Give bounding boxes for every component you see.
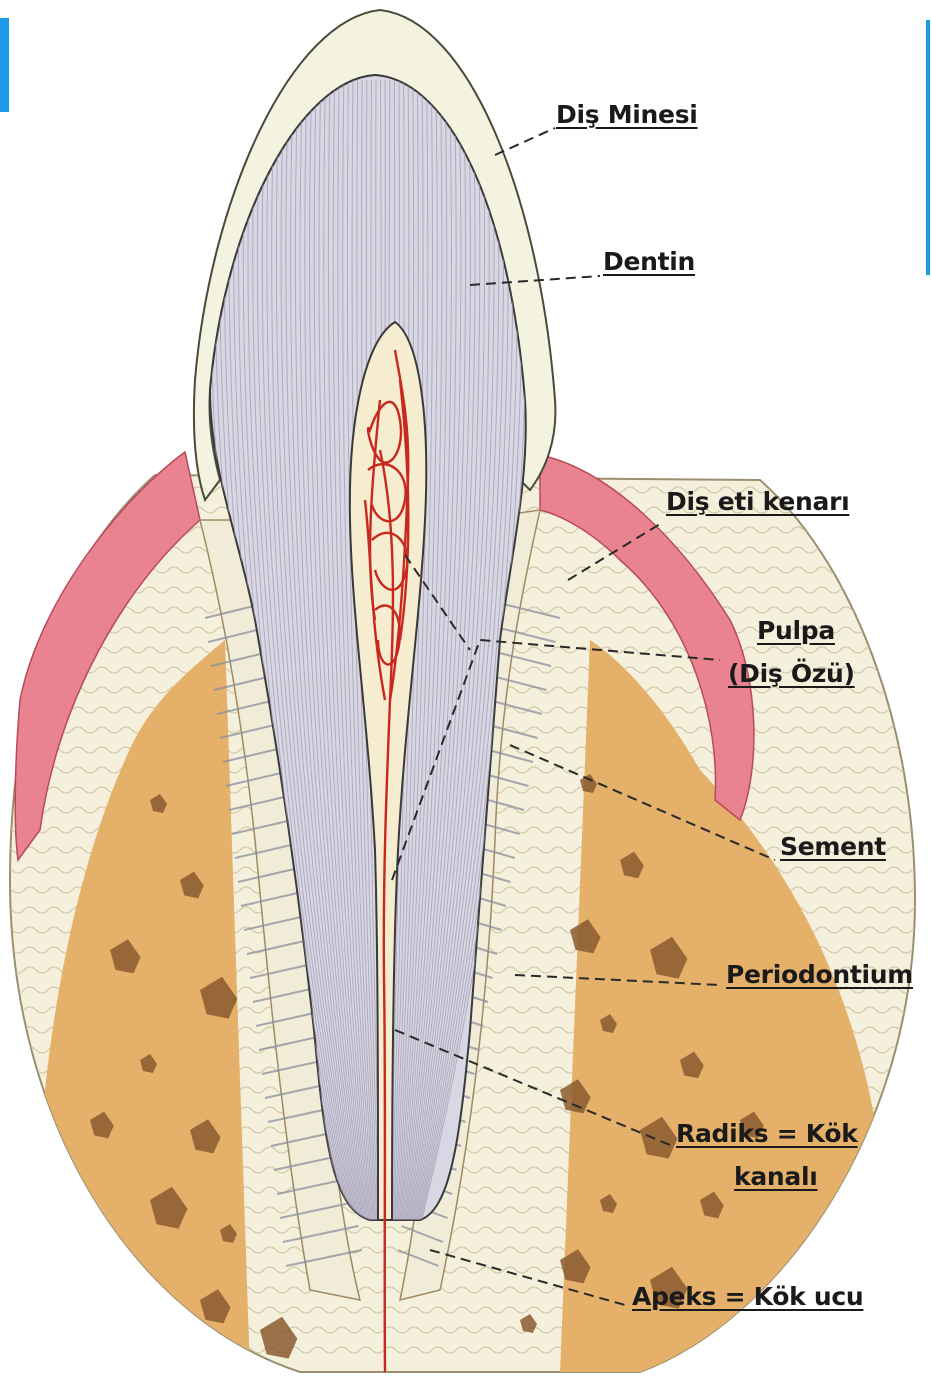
label-enamel: Diş Minesi [556,98,698,132]
label-gingival-margin: Diş eti kenarı [666,485,849,519]
label-apex: Apeks = Kök ucu [632,1280,863,1314]
label-pulp-subtitle: (Diş Özü) [728,657,855,691]
label-dentin: Dentin [603,245,695,279]
bone-marrow-space [120,1262,144,1289]
label-pulp: Pulpa [757,614,835,648]
label-cementum: Sement [780,830,886,864]
label-periodontium: Periodontium [726,958,913,992]
label-root-canal-subtitle: kanalı [734,1160,818,1194]
label-root-canal: Radiks = Kök [676,1117,858,1151]
